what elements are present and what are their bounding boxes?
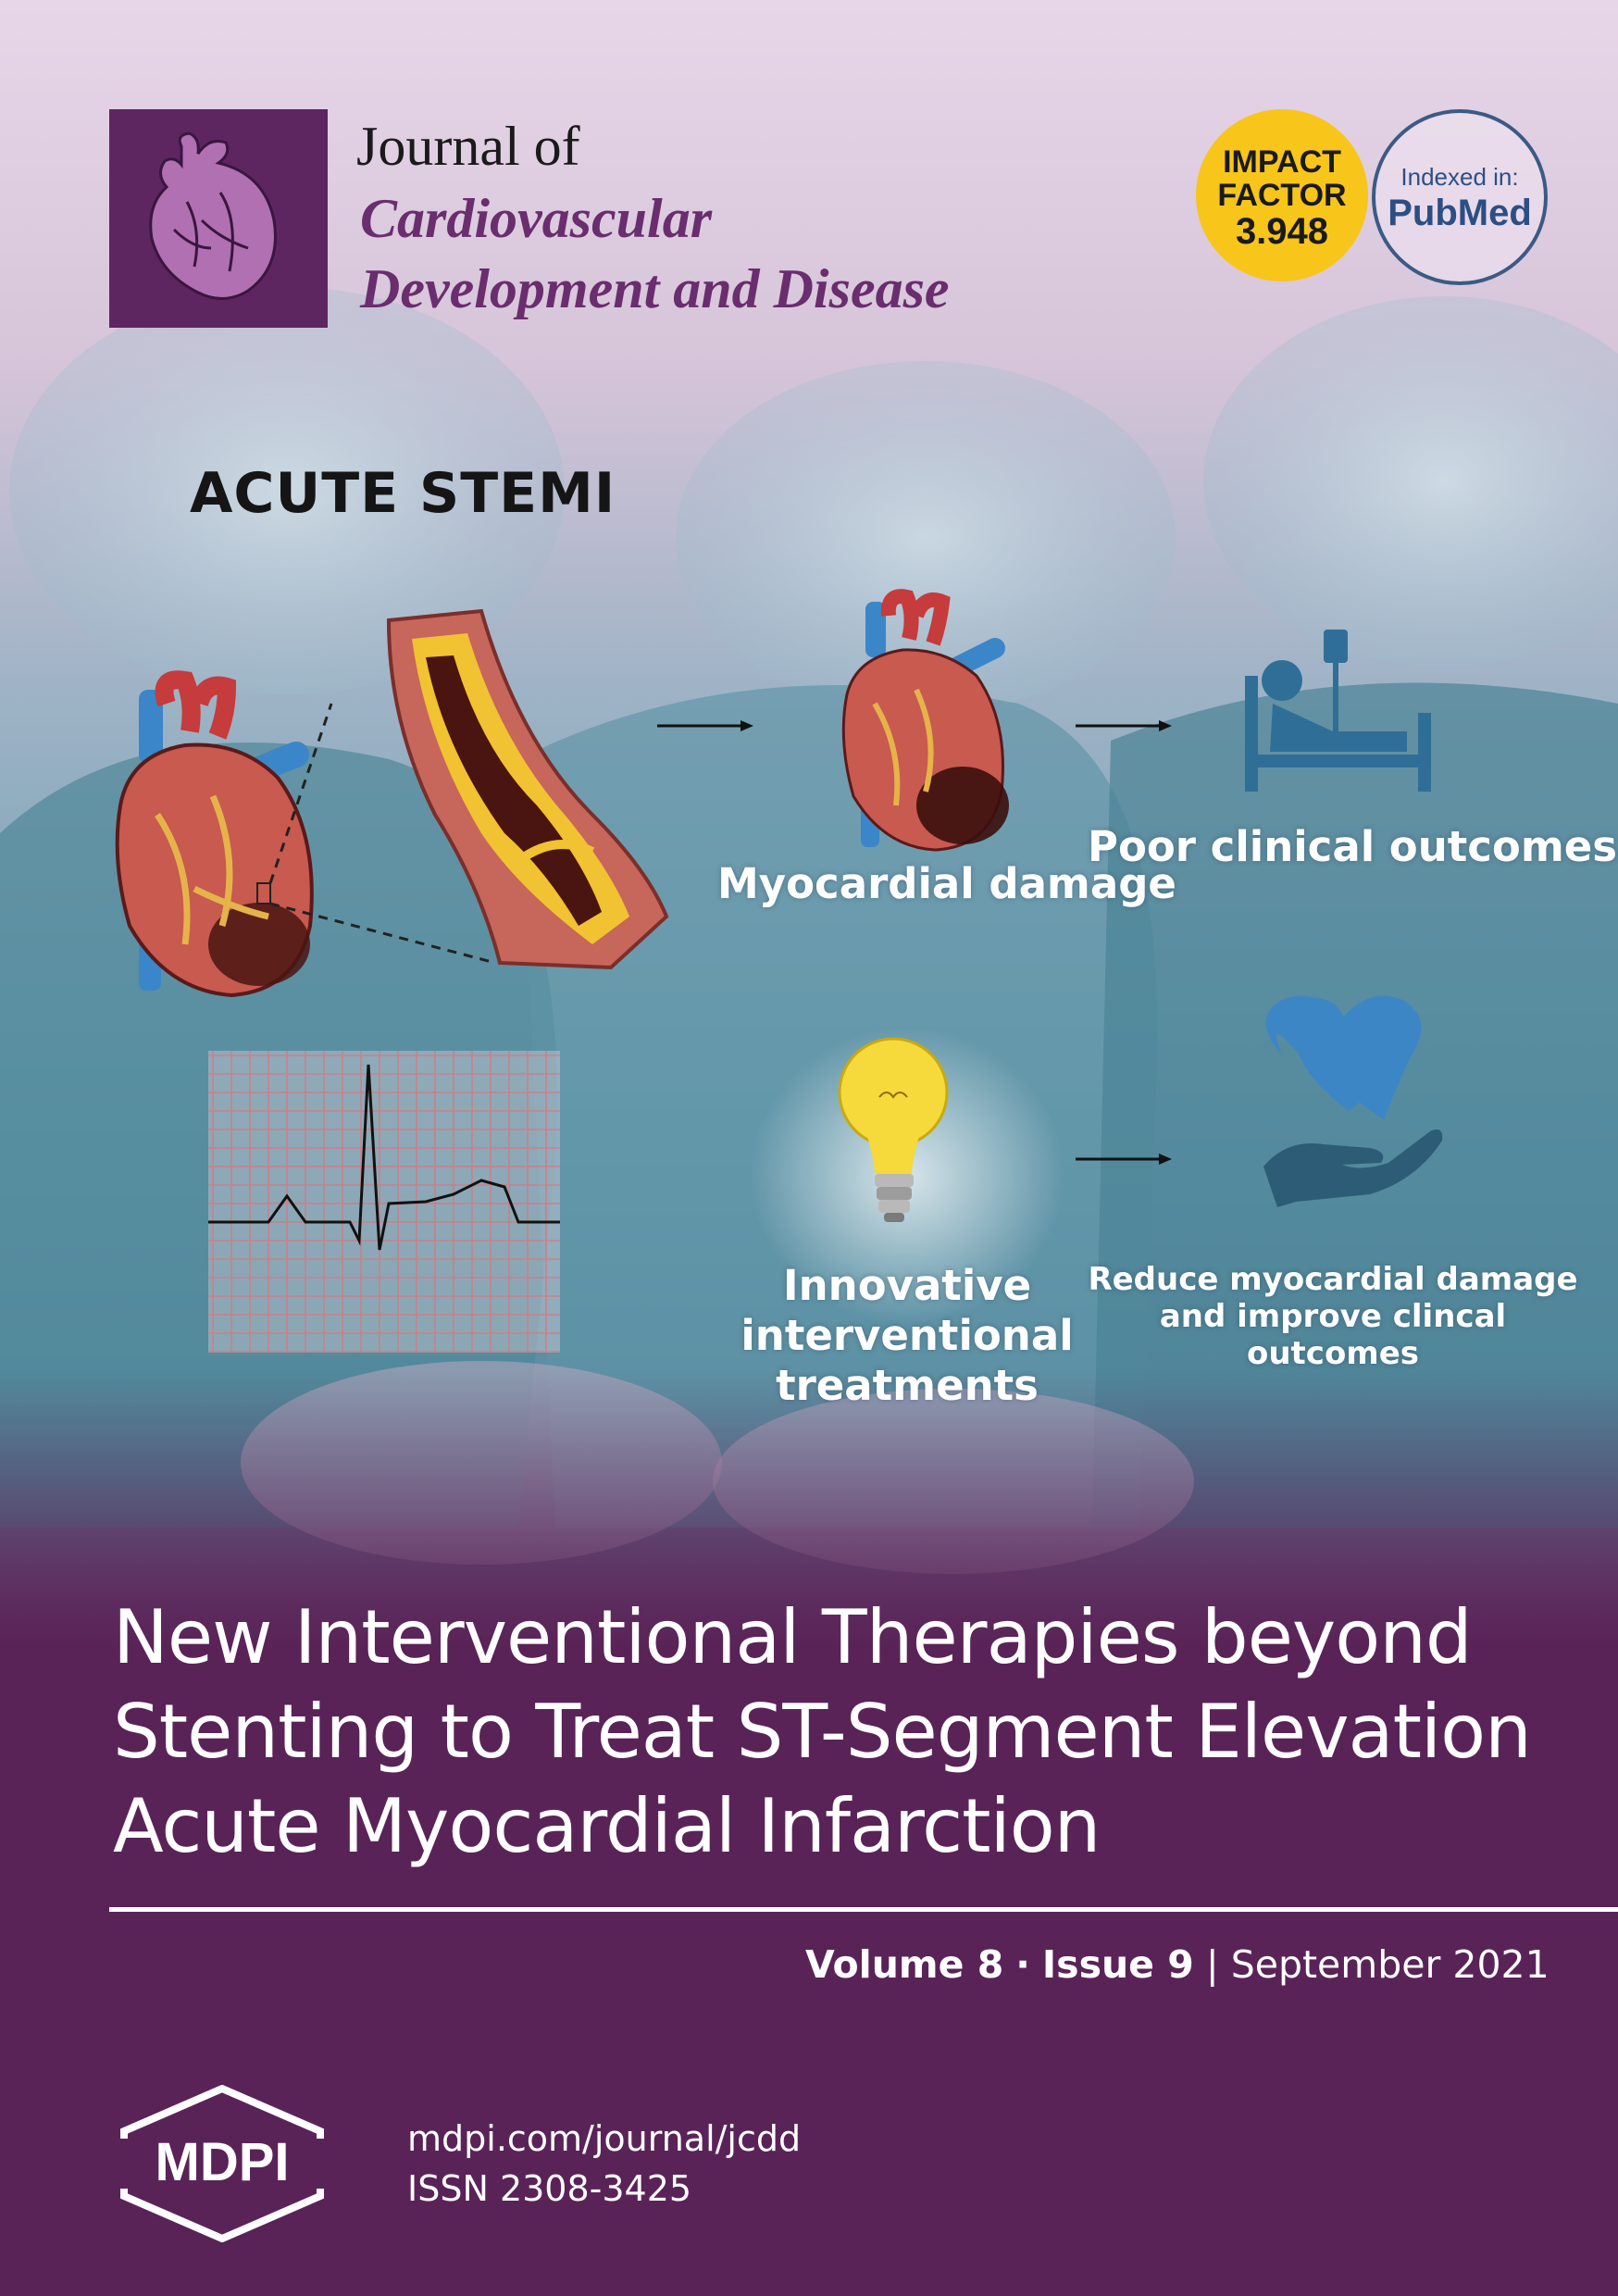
graphic-heading: ACUTE STEMI	[190, 461, 616, 526]
arrow-icon	[657, 720, 753, 731]
impact-label-line2: FACTOR	[1217, 178, 1347, 213]
ecg-chart-icon	[208, 1051, 560, 1353]
hospital-bed-icon	[1245, 630, 1431, 792]
graphical-abstract	[115, 589, 1443, 1353]
journal-title-line2: Cardiovascular	[360, 188, 713, 249]
heart-in-hand-icon	[1263, 995, 1443, 1207]
pubmed-name: PubMed	[1388, 193, 1532, 233]
divider-rule	[109, 1907, 1618, 1912]
journal-title-line3: Development and Disease	[360, 258, 950, 319]
heart-logo-icon	[149, 131, 277, 300]
issue-separator-dot: ·	[1015, 1942, 1030, 1987]
journal-title-line1: Journal of	[356, 116, 580, 177]
heart-damaged-icon	[841, 589, 1009, 852]
artery-plaque-icon	[386, 608, 669, 970]
volume-label: Volume 8	[805, 1942, 1004, 1987]
label-poor-outcomes: Poor clinical outcomes	[1088, 822, 1618, 871]
issue-separator-bar: |	[1205, 1942, 1219, 1987]
impact-label-line1: IMPACT	[1223, 144, 1341, 180]
arrow-icon	[1076, 1154, 1172, 1165]
mdpi-logo-text: MDPI	[156, 2132, 290, 2192]
article-title-line3: Acute Myocardial Infarction	[113, 1783, 1101, 1869]
journal-url[interactable]: mdpi.com/journal/jcdd	[407, 2118, 802, 2159]
journal-logo	[109, 109, 328, 328]
label-myocardial-damage: Myocardial damage	[717, 859, 1176, 908]
impact-factor-badge: IMPACT FACTOR 3.948	[1196, 109, 1368, 281]
mdpi-logo-icon: MDPI	[107, 2085, 337, 2242]
impact-value: 3.948	[1235, 211, 1329, 252]
article-title: New Interventional Therapies beyond Sten…	[113, 1591, 1557, 1874]
article-title-line1: New Interventional Therapies beyond	[113, 1594, 1473, 1680]
issue-label: Issue 9	[1041, 1942, 1194, 1987]
issue-date: September 2021	[1230, 1942, 1550, 1987]
label-innovative-treatments: Innovative interventional treatments	[741, 1261, 1074, 1410]
article-title-line2: Stenting to Treat ST-Segment Elevation	[113, 1689, 1532, 1775]
label-reduce-damage: Reduce myocardial damage and improve cli…	[1088, 1261, 1578, 1372]
heart-left-icon	[115, 670, 314, 998]
lightbulb-icon	[838, 1037, 949, 1222]
pubmed-badge: Indexed in: PubMed	[1372, 109, 1548, 285]
arrow-icon	[1076, 720, 1172, 731]
issn: ISSN 2308-3425	[407, 2168, 692, 2209]
indexed-label: Indexed in:	[1400, 163, 1519, 191]
issue-info: Volume 8 · Issue 9 | September 2021	[805, 1942, 1550, 1987]
